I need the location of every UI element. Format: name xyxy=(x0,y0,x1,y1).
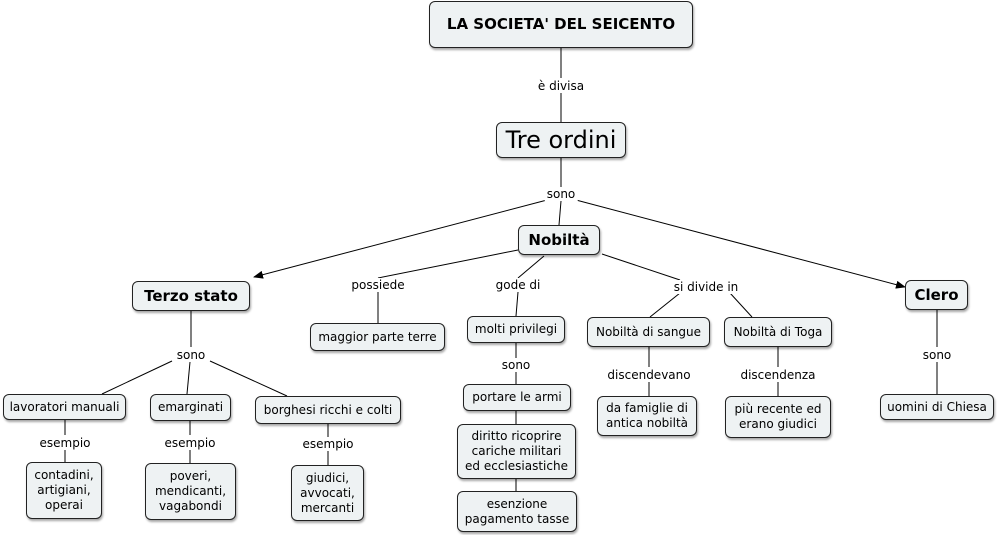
concept-giudici[interactable]: giudici, avvocati, mercanti xyxy=(291,465,364,521)
concept-diritto-cariche[interactable]: diritto ricoprire cariche militari ed ec… xyxy=(457,424,576,479)
link-label-discendenza: discendenza xyxy=(738,368,818,382)
concept-clero[interactable]: Clero xyxy=(905,280,968,310)
link-label-sono: sono xyxy=(544,187,578,201)
concept-contadini[interactable]: contadini, artigiani, operai xyxy=(26,462,102,519)
edge-sidivide-sangue xyxy=(649,292,681,318)
edge-gode-privilegi xyxy=(515,291,519,317)
edge-sono-nobilta xyxy=(558,200,562,226)
concept-portare-le-armi[interactable]: portare le armi xyxy=(463,384,571,411)
link-label-sono-terzo: sono xyxy=(174,348,208,362)
concept-emarginati[interactable]: emarginati xyxy=(150,394,231,421)
link-label-possiede: possiede xyxy=(349,278,407,292)
concept-esenzione-tasse[interactable]: esenzione pagamento tasse xyxy=(457,491,577,532)
edge-sono-borghesi xyxy=(209,360,288,397)
link-label-esempio-2: esempio xyxy=(162,436,218,450)
concept-borghesi[interactable]: borghesi ricchi e colti xyxy=(255,396,401,424)
concept-nobilta-di-toga[interactable]: Nobiltà di Toga xyxy=(724,317,832,347)
concept-lavoratori-manuali[interactable]: lavoratori manuali xyxy=(3,394,126,420)
link-label-e-divisa: è divisa xyxy=(535,79,587,93)
concept-da-famiglie[interactable]: da famiglie di antica nobiltà xyxy=(597,396,697,436)
concept-nobilta-di-sangue[interactable]: Nobiltà di sangue xyxy=(587,317,710,347)
link-label-si-divide-in: si divide in xyxy=(671,280,741,294)
edge-sono-lavoratori xyxy=(101,360,173,395)
edge-sono-terzo xyxy=(253,199,548,279)
edge-sono-emarginati xyxy=(186,361,191,395)
concept-piu-recente[interactable]: più recente ed erano giudici xyxy=(725,396,831,438)
edge-nobilta-gode xyxy=(517,255,545,279)
concept-tre-ordini[interactable]: Tre ordini xyxy=(496,122,626,158)
concept-nobilta[interactable]: Nobiltà xyxy=(518,225,600,255)
link-label-esempio-3: esempio xyxy=(300,437,356,451)
concept-maggior-parte-terre[interactable]: maggior parte terre xyxy=(310,323,445,351)
concept-root[interactable]: LA SOCIETA' DEL SEICENTO xyxy=(429,1,693,48)
edge-sono-clero xyxy=(575,199,906,289)
link-label-sono-clero: sono xyxy=(920,348,954,362)
edge-nobilta-sidivide xyxy=(601,253,681,281)
concept-molti-privilegi[interactable]: molti privilegi xyxy=(467,316,565,343)
link-label-esempio-1: esempio xyxy=(37,436,93,450)
concept-uomini-di-chiesa[interactable]: uomini di Chiesa xyxy=(880,394,994,420)
link-label-discendevano: discendevano xyxy=(605,368,693,382)
concept-poveri[interactable]: poveri, mendicanti, vagabondi xyxy=(145,463,236,520)
concept-terzo-stato[interactable]: Terzo stato xyxy=(132,281,250,311)
link-label-sono-priv: sono xyxy=(499,358,533,372)
link-label-gode-di: gode di xyxy=(493,278,543,292)
edge-nobilta-possiede xyxy=(377,249,519,279)
edge-sidivide-toga xyxy=(729,292,753,318)
